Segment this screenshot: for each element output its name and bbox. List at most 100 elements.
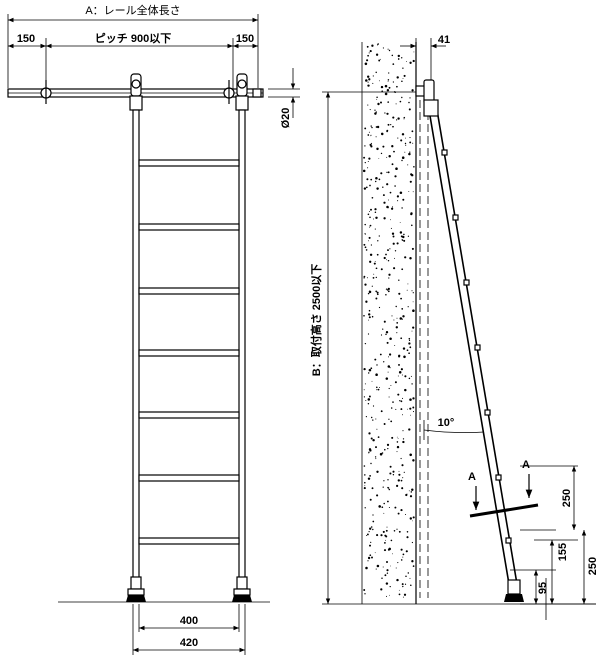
concrete-speckle (394, 506, 397, 509)
concrete-speckle (380, 85, 384, 89)
concrete-speckle (380, 132, 384, 136)
concrete-speckle (365, 249, 368, 251)
concrete-speckle (406, 536, 409, 539)
concrete-speckle (372, 405, 375, 407)
concrete-speckle (397, 375, 399, 377)
concrete-speckle (412, 292, 414, 294)
concrete-speckle (384, 84, 388, 88)
concrete-speckle (400, 57, 403, 59)
concrete-speckle (393, 319, 395, 321)
concrete-speckle (400, 400, 403, 403)
concrete-speckle (371, 196, 374, 199)
concrete-speckle (370, 208, 372, 211)
concrete-speckle (374, 261, 376, 263)
concrete-speckle (365, 300, 368, 303)
concrete-speckle (401, 583, 404, 586)
concrete-speckle (369, 109, 371, 111)
concrete-speckle (402, 556, 404, 558)
concrete-speckle (371, 285, 373, 287)
concrete-speckle (380, 268, 383, 271)
concrete-speckle (367, 556, 371, 560)
concrete-speckle (398, 363, 400, 366)
concrete-speckle (407, 164, 409, 166)
concrete-speckle (374, 180, 377, 183)
concrete-speckle (375, 568, 377, 570)
concrete-speckle (386, 112, 389, 115)
concrete-speckle (389, 472, 392, 475)
concrete-speckle (384, 112, 386, 114)
concrete-speckle (408, 377, 411, 380)
concrete-speckle (375, 446, 377, 449)
concrete-speckle (409, 180, 412, 183)
concrete-speckle (367, 477, 371, 480)
concrete-speckle (390, 539, 393, 542)
concrete-speckle (408, 191, 410, 193)
concrete-speckle (369, 184, 371, 187)
concrete-speckle (400, 235, 403, 238)
concrete-speckle (370, 367, 373, 370)
wall-rail-bracket (415, 79, 435, 105)
concrete-speckle (388, 547, 391, 551)
concrete-speckle (401, 308, 404, 310)
concrete-speckle (404, 142, 407, 145)
concrete-speckle (395, 305, 397, 308)
concrete-speckle (392, 81, 395, 83)
concrete-speckle (364, 383, 366, 385)
concrete-speckle (392, 474, 395, 476)
rung-side (474, 344, 481, 351)
concrete-speckle (389, 191, 392, 194)
concrete-speckle (407, 572, 410, 574)
ladder-hooks (129, 73, 249, 111)
concrete-speckle (401, 96, 403, 99)
concrete-speckle (386, 259, 388, 261)
concrete-speckle (412, 459, 415, 462)
concrete-speckle (401, 239, 403, 241)
concrete-speckle (391, 315, 393, 317)
concrete-speckle (382, 328, 384, 330)
concrete-speckle (383, 361, 385, 363)
concrete-speckle (398, 470, 400, 472)
concrete-speckle (367, 292, 370, 295)
concrete-speckle (406, 60, 407, 62)
concrete-speckle (387, 79, 390, 81)
section-marker: A A (468, 459, 539, 518)
concrete-speckle (367, 54, 369, 57)
concrete-speckle (376, 44, 379, 46)
concrete-speckle (388, 273, 391, 276)
concrete-speckle (367, 402, 370, 405)
concrete-speckle (368, 309, 371, 312)
concrete-speckle (404, 375, 407, 378)
concrete-speckle (403, 116, 406, 119)
concrete-speckle (396, 195, 400, 198)
concrete-speckle (401, 487, 404, 490)
concrete-speckle (376, 386, 378, 389)
concrete-speckle (369, 211, 370, 212)
concrete-speckle (381, 506, 384, 509)
concrete-speckle (363, 187, 367, 190)
concrete-speckle (409, 453, 412, 457)
concrete-speckle (409, 398, 412, 401)
concrete-speckle (385, 253, 387, 256)
concrete-speckle (376, 428, 378, 430)
concrete-speckle (397, 137, 399, 139)
concrete-speckle (367, 333, 370, 335)
concrete-speckle (412, 520, 413, 522)
concrete-speckle (402, 553, 405, 556)
concrete-speckle (396, 242, 399, 245)
concrete-speckle (362, 169, 366, 173)
concrete-speckle (379, 353, 382, 356)
concrete-speckle (388, 49, 391, 52)
rung-side (463, 279, 470, 286)
concrete-speckle (396, 578, 399, 582)
concrete-speckle (383, 423, 386, 425)
concrete-speckle (398, 355, 401, 358)
concrete-speckle (408, 337, 411, 340)
concrete-speckle (399, 100, 402, 103)
concrete-speckle (411, 560, 414, 563)
concrete-speckle (401, 268, 404, 271)
concrete-speckle (391, 145, 394, 148)
concrete-speckle (384, 534, 387, 537)
concrete-speckle (365, 416, 367, 418)
concrete-speckle (387, 371, 389, 373)
concrete-speckle (383, 480, 385, 482)
